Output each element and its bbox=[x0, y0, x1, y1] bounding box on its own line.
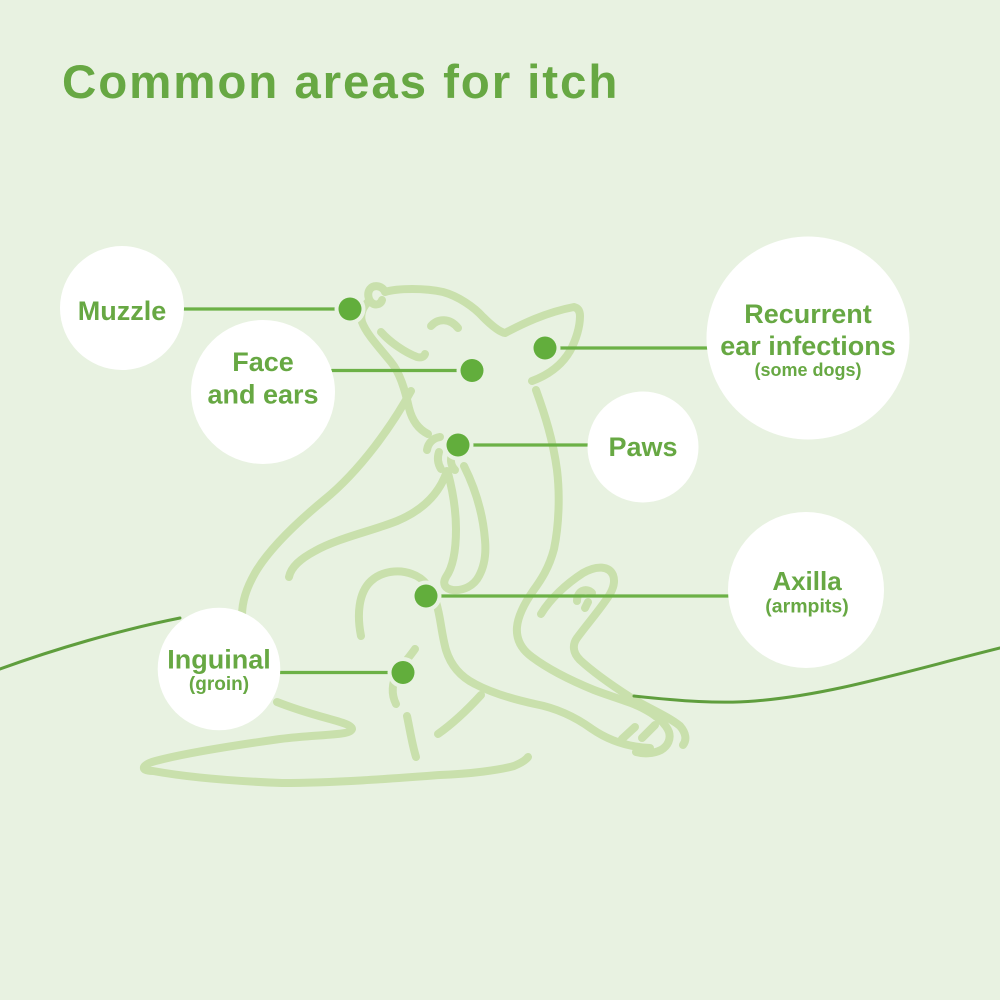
svg-text:and ears: and ears bbox=[207, 380, 318, 410]
svg-text:Inguinal: Inguinal bbox=[167, 645, 271, 675]
svg-text:Common areas for itch: Common areas for itch bbox=[62, 56, 619, 109]
svg-text:Face: Face bbox=[232, 347, 294, 377]
svg-text:Axilla: Axilla bbox=[772, 566, 842, 596]
svg-text:Paws: Paws bbox=[608, 432, 677, 462]
svg-text:(some dogs): (some dogs) bbox=[754, 360, 861, 380]
svg-text:ear infections: ear infections bbox=[720, 331, 896, 361]
svg-text:(groin): (groin) bbox=[189, 674, 249, 695]
svg-text:(armpits): (armpits) bbox=[765, 596, 848, 618]
svg-text:Recurrent: Recurrent bbox=[744, 299, 872, 329]
svg-text:Muzzle: Muzzle bbox=[78, 296, 167, 326]
